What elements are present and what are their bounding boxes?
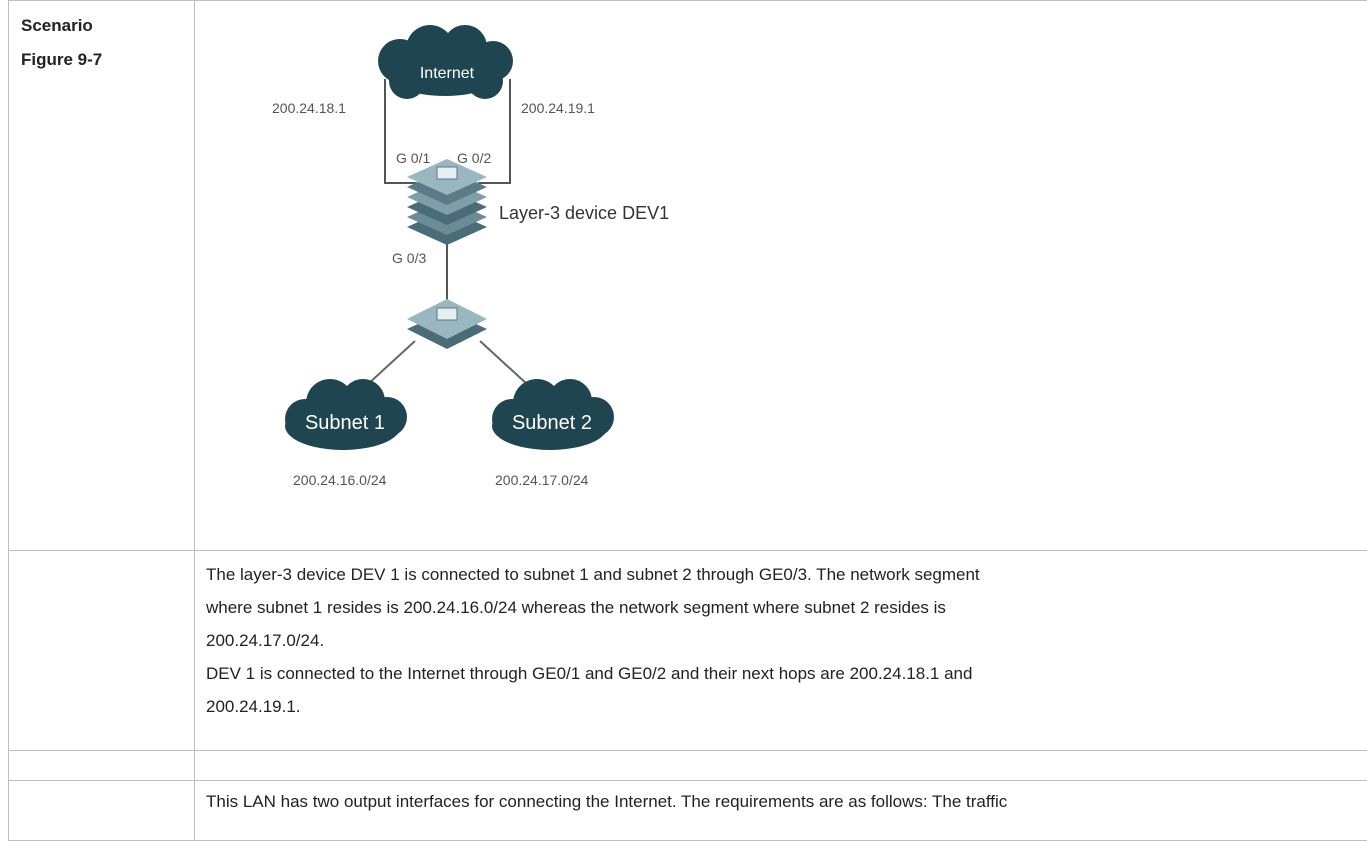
ip-right-label: 200.24.19.1 (521, 100, 595, 116)
access-switch (407, 299, 487, 349)
figure-cell: Internet 200.24.18.1 200.24.19.1 G 0/1 G… (195, 1, 1367, 551)
empty-label-cell (9, 551, 195, 751)
scenario-label: Scenario (21, 13, 194, 38)
ip-left-label: 200.24.18.1 (272, 100, 346, 116)
figure-label: Figure 9-7 (21, 47, 194, 72)
requirements-row: This LAN has two output interfaces for c… (9, 781, 1367, 841)
description-row: The layer-3 device DEV 1 is connected to… (9, 551, 1367, 751)
empty-cell (195, 751, 1367, 781)
requirements-cell: This LAN has two output interfaces for c… (195, 781, 1367, 841)
empty-label-cell (9, 781, 195, 841)
layer3-device (407, 159, 487, 245)
network-diagram: Internet 200.24.18.1 200.24.19.1 G 0/1 G… (195, 1, 895, 541)
requirements-line: This LAN has two output interfaces for c… (206, 785, 1367, 818)
description-line: where subnet 1 resides is 200.24.16.0/24… (206, 591, 1367, 624)
subnet1-cloud: Subnet 1 (285, 379, 407, 450)
device-label: Layer-3 device DEV1 (499, 203, 669, 223)
subnet1-label: Subnet 1 (305, 412, 385, 434)
subnet2-ip-label: 200.24.17.0/24 (495, 472, 589, 488)
port-g03-label: G 0/3 (392, 250, 426, 266)
subnet2-label: Subnet 2 (512, 412, 592, 434)
internet-cloud: Internet (378, 25, 513, 99)
description-line: 200.24.19.1. (206, 690, 1367, 723)
description-cell: The layer-3 device DEV 1 is connected to… (195, 551, 1367, 751)
description-line: DEV 1 is connected to the Internet throu… (206, 657, 1367, 690)
port-g01-label: G 0/1 (396, 150, 430, 166)
figure-row: Scenario Figure 9-7 (9, 1, 1367, 551)
port-g02-label: G 0/2 (457, 150, 491, 166)
subnet2-cloud: Subnet 2 (492, 379, 614, 450)
scenario-table: Scenario Figure 9-7 (8, 0, 1367, 841)
internet-label: Internet (420, 65, 475, 82)
subnet1-ip-label: 200.24.16.0/24 (293, 472, 387, 488)
empty-row (9, 751, 1367, 781)
empty-cell (9, 751, 195, 781)
description-line: 200.24.17.0/24. (206, 624, 1367, 657)
label-cell: Scenario Figure 9-7 (9, 1, 195, 551)
description-line: The layer-3 device DEV 1 is connected to… (206, 558, 1367, 591)
